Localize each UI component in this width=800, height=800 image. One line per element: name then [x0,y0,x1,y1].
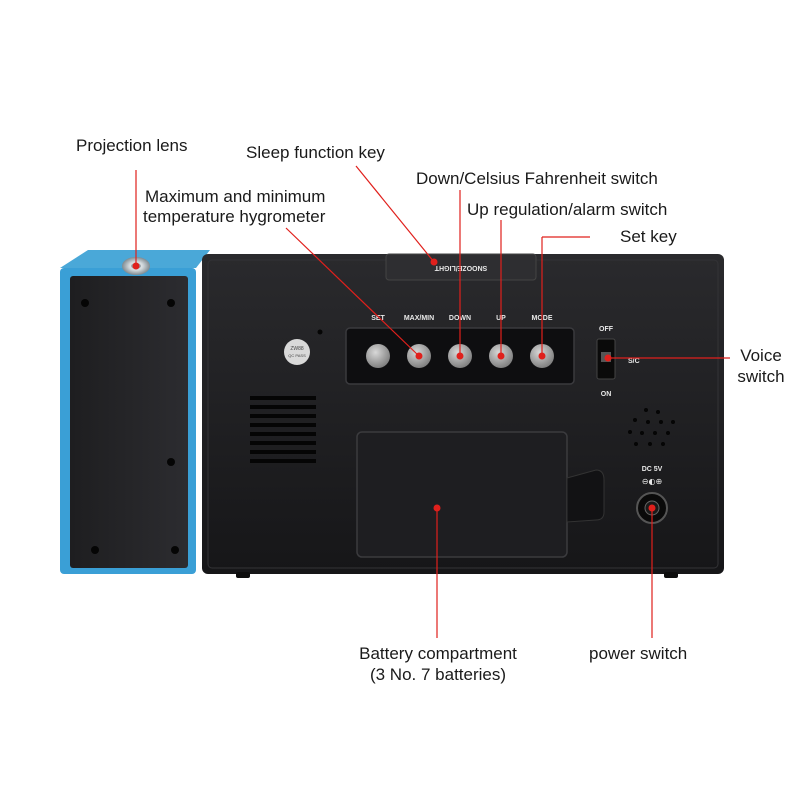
markers [132,258,656,512]
marker-dot-icon [415,352,423,360]
battery-latch[interactable] [566,469,605,523]
main-body: SNOOZE/LIGHT SET MAX/MIN DOWN UP MODE ZW… [202,253,724,578]
microphone-hole-icon [317,329,323,335]
marker-dot-icon [497,352,505,360]
battery-callout-line2: (3 No. 7 batteries) [369,665,507,684]
speaker-holes [628,408,675,446]
leader-lines [135,165,730,638]
snooze-light-key[interactable] [385,253,537,281]
set-key-callout: Set key [620,227,677,246]
battery-compartment[interactable] [356,431,568,558]
sticker-line2: QC PASS [288,353,306,358]
marker-dot-icon [132,262,140,270]
down-switch-callout: Down/Celsius Fahrenheit switch [416,169,658,188]
snooze-label: SNOOZE/LIGHT [434,264,487,271]
up-switch-callout: Up regulation/alarm switch [467,200,668,219]
voice-switch-callout-line2: switch [737,367,785,386]
marker-dot-icon [433,504,441,512]
set-label: SET [371,315,385,322]
screw-icon [91,546,99,554]
sc-label: S/C [628,358,640,365]
polarity-icon: ⊖◐⊕ [642,477,662,486]
max-min-callout-line2: temperature hygrometer [143,207,326,226]
on-label: ON [601,391,612,398]
screw-icon [167,299,175,307]
projector-unit [60,250,210,574]
max-min-label: MAX/MIN [404,315,434,322]
dc-label: DC 5V [642,466,663,473]
screw-icon [171,546,179,554]
marker-dot-icon [604,354,612,362]
off-label: OFF [599,326,614,333]
screw-icon [81,299,89,307]
set-button[interactable] [366,344,390,368]
qc-sticker [284,339,310,365]
screw-icon [167,458,175,466]
marker-dot-icon [648,504,656,512]
power-switch-callout: power switch [589,644,688,663]
voice-switch-callout-line1: Voice [740,346,782,365]
speaker-grille [250,396,316,463]
battery-callout-line1: Battery compartment [359,644,517,663]
sleep-function-key-callout: Sleep function key [246,143,385,162]
projection-lens-callout: Projection lens [76,136,188,155]
max-min-callout-line1: Maximum and minimum [145,187,326,206]
marker-dot-icon [456,352,464,360]
sticker-line1: ZW88 [290,346,304,352]
marker-dot-icon [430,258,438,266]
marker-dot-icon [538,352,546,360]
